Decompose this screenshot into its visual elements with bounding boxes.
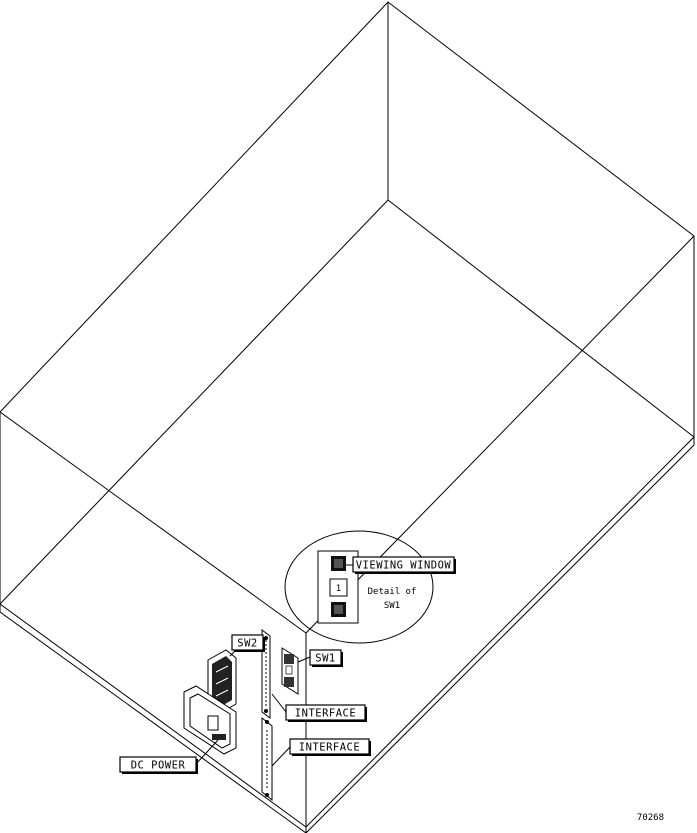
interface-lower-label: INTERFACE [271, 738, 371, 767]
switch-position-number: 1 [336, 584, 341, 594]
interface-lower-text: INTERFACE [299, 742, 360, 754]
dc-power-text: DC POWER [131, 760, 186, 772]
sw1-switch [281, 647, 299, 695]
detail-caption-line2: SW1 [384, 601, 400, 611]
switch-position-window [329, 578, 348, 597]
interface-connector-lower [261, 716, 273, 802]
sw2-text: SW2 [237, 638, 257, 650]
interface-upper-label: INTERFACE [271, 693, 367, 722]
switch-block-top [331, 556, 346, 571]
sw1-label: SW1 [297, 649, 343, 667]
dc-power-label: DC POWER [119, 739, 219, 774]
detail-caption-line1: Detail of [368, 587, 417, 597]
switch-block-bottom [331, 602, 346, 617]
sw2-label: SW2 [229, 634, 265, 657]
sw1-text: SW1 [315, 653, 335, 665]
dc-power-receptacle [183, 685, 237, 755]
sw1-detail-callout: 1 Detail of SW1 [284, 530, 434, 644]
viewing-window-text: VIEWING WINDOW [356, 560, 452, 572]
figure-number: 70268 [637, 813, 664, 823]
interface-upper-text: INTERFACE [295, 708, 356, 720]
viewing-window-label: VIEWING WINDOW [352, 556, 456, 574]
